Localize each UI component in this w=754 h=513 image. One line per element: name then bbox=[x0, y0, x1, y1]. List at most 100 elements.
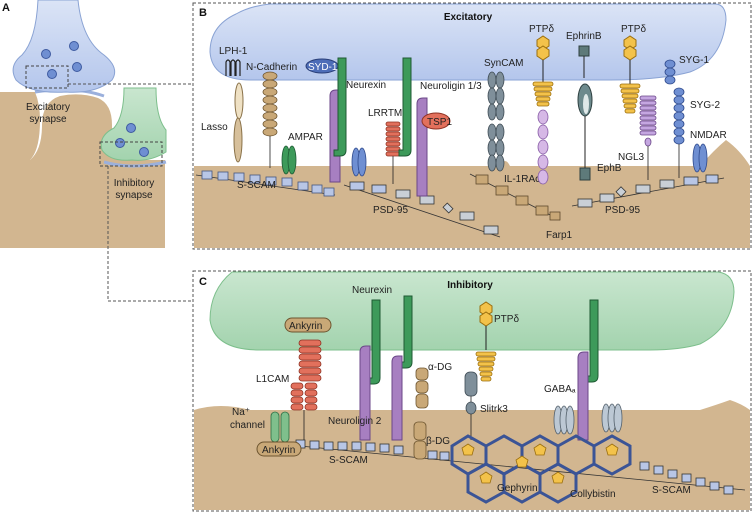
ncadherin-label: N-Cadherin bbox=[246, 62, 297, 73]
sscam-b-label: S-SCAM bbox=[237, 180, 276, 191]
neuroligin13-label: Neuroligin 1/3 bbox=[420, 81, 482, 92]
panel-b-letter: B bbox=[199, 7, 207, 19]
collybistin-markers bbox=[461, 443, 619, 484]
c-scaffold-chain bbox=[289, 439, 746, 495]
syg1-label: SYG-1 bbox=[679, 55, 709, 66]
psd95-b2-label: PSD-95 bbox=[605, 205, 640, 216]
ncadherin-protein bbox=[262, 71, 278, 168]
sscam-c2-label: S-SCAM bbox=[652, 485, 691, 496]
panel-a: A Excitatory synapse Inhibitory synapse bbox=[0, 0, 193, 302]
psd95-b1-label: PSD-95 bbox=[373, 205, 408, 216]
vesicle bbox=[47, 69, 57, 79]
ampar-receptor bbox=[281, 145, 297, 175]
neurexin-1-protein bbox=[333, 57, 347, 157]
panel-a-inhibitory-line2: synapse bbox=[115, 190, 153, 201]
ephrinb-label: EphrinB bbox=[566, 31, 602, 42]
panel-a-excitatory-line1: Excitatory bbox=[26, 102, 70, 113]
syncam-label: SynCAM bbox=[484, 58, 523, 69]
vesicle bbox=[69, 41, 79, 51]
neurexin-label: Neurexin bbox=[346, 80, 386, 91]
ephb-label: EphB bbox=[597, 163, 622, 174]
panel-a-excitatory-terminal bbox=[12, 0, 116, 93]
vesicle bbox=[41, 49, 51, 59]
vesicle bbox=[139, 147, 149, 157]
panel-a-inhibitory-line1: Inhibitory bbox=[114, 178, 155, 189]
scaffold-chain-middle bbox=[343, 181, 501, 238]
vesicle bbox=[72, 62, 82, 72]
panel-b: B Excitatory bbox=[192, 2, 752, 250]
tsp1-label: TSP1 bbox=[427, 117, 452, 128]
panel-c-title: Inhibitory bbox=[447, 280, 493, 291]
collybistin-label: Collybistin bbox=[570, 489, 616, 500]
neuroligin2-label: Neuroligin 2 bbox=[328, 416, 382, 427]
vesicle bbox=[126, 123, 136, 133]
gabaar-receptor bbox=[553, 403, 623, 435]
dystroglycan bbox=[413, 367, 429, 460]
scaffold-chain-right bbox=[571, 174, 725, 208]
nmdar-receptor bbox=[692, 143, 708, 173]
c-neuroligin-2 bbox=[391, 355, 403, 441]
lasso-protein-top bbox=[234, 82, 244, 120]
ankyrin-bottom-label: Ankyrin bbox=[262, 445, 295, 456]
lasso-label: Lasso bbox=[201, 122, 228, 133]
ephrinb-protein bbox=[578, 45, 590, 78]
c-ptpd-protein bbox=[475, 301, 497, 382]
panel-c-presynaptic-terminal bbox=[209, 271, 735, 351]
ptpd-2-protein bbox=[619, 35, 641, 114]
gabaar-label: GABAₐ R bbox=[544, 384, 586, 395]
panel-a-postsynaptic-tissue bbox=[0, 94, 165, 249]
slitrk3-label: Slitrk3 bbox=[480, 404, 508, 415]
ankyrin-bottom bbox=[256, 441, 302, 457]
panel-a-inhibitory-density bbox=[103, 160, 167, 168]
il1racp-label: IL-1RAcp bbox=[504, 174, 546, 185]
neuroligin13-protein bbox=[416, 97, 428, 197]
ptpd-1-protein bbox=[532, 35, 554, 185]
lrrtm-label: LRRTM bbox=[368, 108, 402, 119]
slitrk3-protein bbox=[464, 371, 478, 440]
na-channel-label-2: channel bbox=[230, 420, 265, 431]
panel-a-excitatory-box bbox=[25, 65, 69, 89]
ankyrin-top bbox=[284, 317, 332, 333]
neurexin-2-protein bbox=[398, 57, 412, 157]
ptpd-1-label: PTPδ bbox=[529, 24, 554, 35]
connector-to-c bbox=[107, 166, 193, 302]
ampar-label: AMPAR bbox=[288, 132, 323, 143]
c-ptpd-label: PTPδ bbox=[494, 314, 519, 325]
gephyrin-label: Gephyrin bbox=[497, 483, 538, 494]
nmdar-label: NMDAR bbox=[690, 130, 727, 141]
syd1-label: SYD-1 bbox=[308, 62, 338, 73]
lph1-label: LPH-1 bbox=[219, 46, 248, 57]
ephb-protein bbox=[577, 83, 593, 181]
panel-b-title: Excitatory bbox=[444, 12, 493, 23]
panel-c-letter: C bbox=[199, 276, 207, 288]
scaffold-chain-left bbox=[195, 170, 336, 197]
lasso-protein-bottom bbox=[233, 117, 243, 163]
panel-c: C Inhibitory Ankyrin bbox=[192, 270, 752, 512]
l1cam-protein bbox=[290, 339, 322, 440]
tsp1-protein bbox=[421, 112, 451, 130]
ngl3-protein bbox=[639, 95, 657, 180]
c-neuroligin-1 bbox=[359, 345, 371, 441]
panel-a-letter: A bbox=[2, 2, 10, 14]
vesicle bbox=[115, 138, 125, 148]
adg-label: α-DG bbox=[428, 362, 452, 373]
c-neuroligin-3 bbox=[577, 351, 589, 441]
na-channel-label-1: Na⁺ bbox=[232, 407, 250, 418]
farp1-label: Farp1 bbox=[546, 230, 573, 241]
bdg-label: β-DG bbox=[426, 436, 450, 447]
syncam-protein bbox=[487, 71, 505, 172]
sscam-c1-label: S-SCAM bbox=[329, 455, 368, 466]
syg2-label: SYG-2 bbox=[690, 100, 720, 111]
c-neurexin-label: Neurexin bbox=[352, 285, 392, 296]
syg-proteins bbox=[664, 59, 685, 178]
ankyrin-top-label: Ankyrin bbox=[289, 321, 322, 332]
farp1-chain bbox=[469, 173, 561, 221]
panel-a-excitatory-line2: synapse bbox=[29, 114, 67, 125]
ampar-receptor-2 bbox=[351, 147, 367, 177]
lph1-protein bbox=[225, 59, 241, 76]
l1cam-label: L1CAM bbox=[256, 374, 289, 385]
panel-a-post-left bbox=[0, 92, 40, 160]
ptpd-2-label: PTPδ bbox=[621, 24, 646, 35]
ngl3-label: NGL3 bbox=[618, 152, 645, 163]
